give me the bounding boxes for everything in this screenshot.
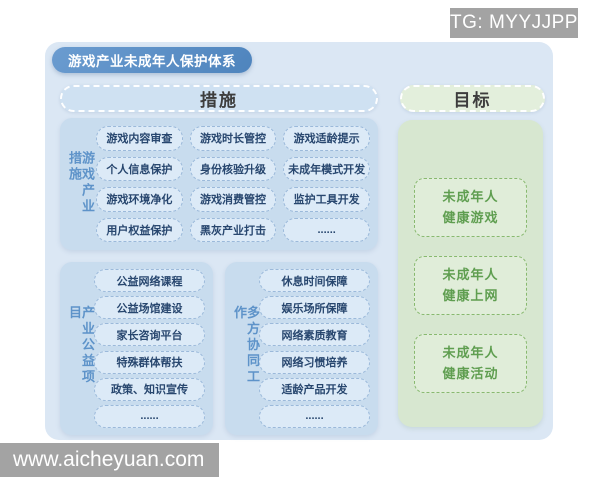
goal-card-line: 健康活动 <box>442 365 499 381</box>
collaboration-pill: 网络习惯培养 <box>259 350 370 374</box>
charity-pill: 特殊群体帮扶 <box>94 350 205 374</box>
collaboration-section: 多方协同工作 休息时间保障 娱乐场所保障 网络素质教育 网络习惯培养 适龄产品开… <box>225 262 378 435</box>
goal-card-healthy-internet: 未成年人 健康上网 <box>414 256 527 315</box>
collaboration-pill: 休息时间保障 <box>259 269 370 292</box>
measures-column-header: 措施 <box>60 85 378 112</box>
goal-card-line: 健康上网 <box>442 287 499 303</box>
goals-column-header: 目标 <box>400 85 545 112</box>
goal-card-line: 健康游戏 <box>442 209 499 225</box>
measure-pill: 黑灰产业打击 <box>189 217 277 242</box>
measure-pill: 游戏环境净化 <box>96 187 183 212</box>
collaboration-pill: 适龄产品开发 <box>259 377 370 401</box>
measure-pill: 个人信息保护 <box>96 156 183 181</box>
goal-card-line: 未成年人 <box>442 189 499 205</box>
charity-pill: 家长咨询平台 <box>94 323 205 347</box>
charity-projects-vertical-label: 产业公益项目 <box>67 305 95 386</box>
measure-pill: 游戏消费管控 <box>189 187 277 212</box>
collaboration-pill-list: 休息时间保障 娱乐场所保障 网络素质教育 网络习惯培养 适龄产品开发 .....… <box>259 269 370 428</box>
measure-pill: 身份核验升级 <box>189 156 277 181</box>
goal-card-healthy-gaming: 未成年人 健康游戏 <box>414 178 527 237</box>
measure-pill: 用户权益保护 <box>96 217 183 242</box>
collaboration-pill: ...... <box>259 404 370 428</box>
collaboration-pill: 网络素质教育 <box>259 323 370 347</box>
charity-pill: ...... <box>94 404 205 428</box>
industry-measures-section: 游戏产业措施 游戏内容审查 游戏时长管控 游戏适龄提示 个人信息保护 身份核验升… <box>60 118 378 250</box>
industry-measures-vertical-label: 游戏产业措施 <box>67 151 95 215</box>
charity-pill: 政策、知识宣传 <box>94 377 205 401</box>
watermark-bottom-left: www.aicheyuan.com <box>0 443 219 477</box>
charity-pill: 公益网络课程 <box>94 269 205 292</box>
charity-pill: 公益场馆建设 <box>94 296 205 320</box>
goal-card-line: 未成年人 <box>442 267 499 283</box>
measure-pill: 游戏时长管控 <box>189 126 277 151</box>
watermark-top-right: TG: MYYJJPP <box>450 8 578 38</box>
collaboration-pill: 娱乐场所保障 <box>259 296 370 320</box>
charity-projects-pill-list: 公益网络课程 公益场馆建设 家长咨询平台 特殊群体帮扶 政策、知识宣传 ....… <box>94 269 205 428</box>
measure-pill: 未成年模式开发 <box>283 156 370 181</box>
charity-projects-section: 产业公益项目 公益网络课程 公益场馆建设 家长咨询平台 特殊群体帮扶 政策、知识… <box>60 262 213 435</box>
measure-pill: 游戏内容审查 <box>96 126 183 151</box>
measure-pill: 监护工具开发 <box>283 187 370 212</box>
collaboration-vertical-label: 多方协同工作 <box>232 305 260 386</box>
goals-section: 未成年人 健康游戏 未成年人 健康上网 未成年人 健康活动 <box>398 120 543 427</box>
goal-card-line: 未成年人 <box>442 345 499 361</box>
measure-pill: 游戏适龄提示 <box>283 126 370 151</box>
measure-pill: ...... <box>283 217 370 242</box>
diagram-title-badge: 游戏产业未成年人保护体系 <box>52 47 252 73</box>
diagram-panel: 游戏产业未成年人保护体系 措施 目标 游戏产业措施 游戏内容审查 游戏时长管控 … <box>45 42 553 440</box>
industry-measures-pill-grid: 游戏内容审查 游戏时长管控 游戏适龄提示 个人信息保护 身份核验升级 未成年模式… <box>96 126 370 242</box>
goal-card-healthy-activities: 未成年人 健康活动 <box>414 334 527 393</box>
